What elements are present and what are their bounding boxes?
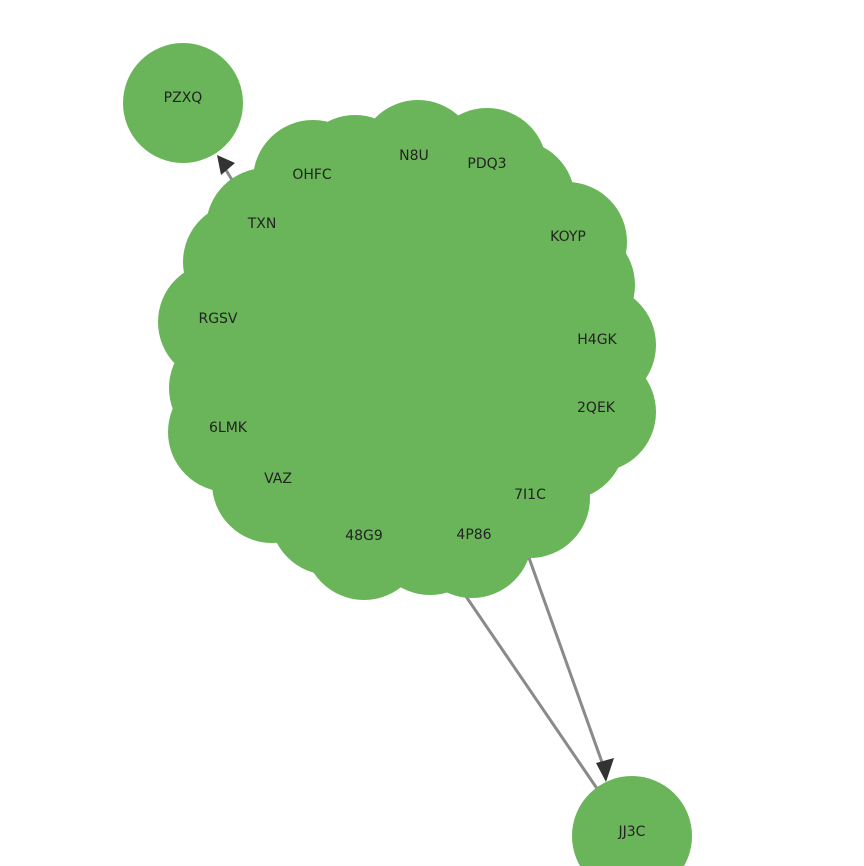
- edges-layer: [217, 155, 614, 791]
- labels-layer: PZXQ N8U PDQ3 OHFC TXN KOYP RGSV H4GK 2Q…: [164, 90, 646, 840]
- label-7i1c: 7I1C: [514, 487, 546, 503]
- cluster-center: [262, 210, 562, 510]
- label-n8u: N8U: [399, 148, 429, 164]
- label-h4gk: H4GK: [577, 332, 617, 348]
- label-koyp: KOYP: [550, 229, 586, 245]
- label-rgsv: RGSV: [198, 311, 237, 327]
- label-6lmk: 6LMK: [209, 420, 248, 436]
- nodes-layer: [123, 43, 692, 866]
- arrowhead-pzxq: [217, 155, 235, 175]
- label-pzxq: PZXQ: [164, 90, 203, 106]
- label-2qek: 2QEK: [577, 400, 616, 416]
- arrowhead-jj3c: [596, 758, 614, 782]
- label-txn: TXN: [247, 216, 277, 232]
- label-vaz: VAZ: [264, 471, 292, 487]
- label-4p86: 4P86: [456, 527, 491, 543]
- edge-4p86-jj3c: [461, 591, 600, 791]
- node-pzxq[interactable]: [123, 43, 243, 163]
- label-pdq3: PDQ3: [467, 156, 506, 172]
- node-cluster: [158, 100, 656, 600]
- label-jj3c: JJ3C: [618, 824, 646, 840]
- cluster-node-filler-a: [295, 115, 415, 235]
- node-jj3c[interactable]: [572, 776, 692, 866]
- label-ohfc: OHFC: [292, 167, 332, 183]
- label-48g9: 48G9: [345, 528, 383, 544]
- edge-7i1c-jj3c: [526, 554, 605, 766]
